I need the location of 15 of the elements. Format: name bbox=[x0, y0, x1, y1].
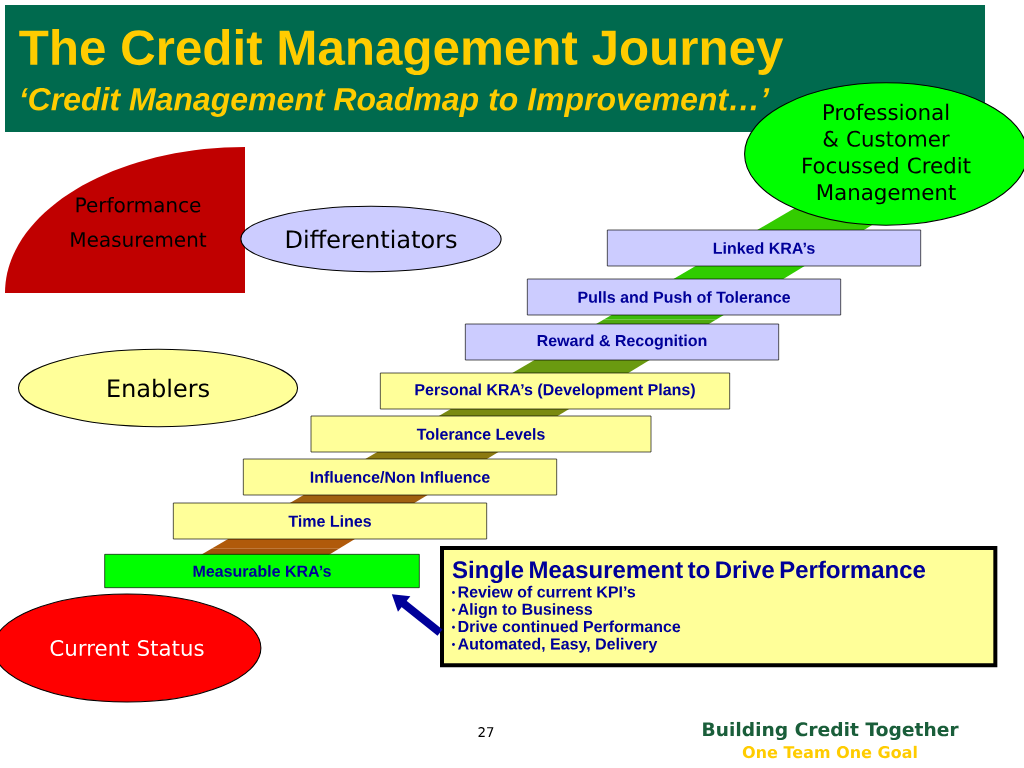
step-box: Measurable KRA’s bbox=[104, 554, 420, 588]
slogan: Building Credit Together bbox=[703, 721, 959, 741]
step-box: Pulls and Push of Tolerance bbox=[527, 278, 841, 316]
step-box: Tolerance Levels bbox=[310, 415, 652, 453]
step-box: Personal KRA’s (Development Plans) bbox=[380, 372, 730, 410]
tagline: One Team One Goal bbox=[742, 745, 917, 759]
step-box: Reward & Recognition bbox=[465, 323, 779, 361]
oval: Differentiators bbox=[240, 205, 502, 273]
page-number: 27 bbox=[478, 727, 494, 737]
callout-box: Single Measurement to Drive Performance Review of current KPI’s Align to Business Drive continued Performance Automated, Easy, Delivery bbox=[440, 546, 998, 668]
diagram-title: The Credit Management Journey bbox=[19, 28, 784, 76]
step-box: Influence/Non Influence bbox=[243, 458, 557, 496]
oval: Enablers bbox=[17, 348, 299, 428]
step-box: Linked KRA’s bbox=[607, 229, 921, 267]
step-box: Time Lines bbox=[173, 502, 487, 540]
